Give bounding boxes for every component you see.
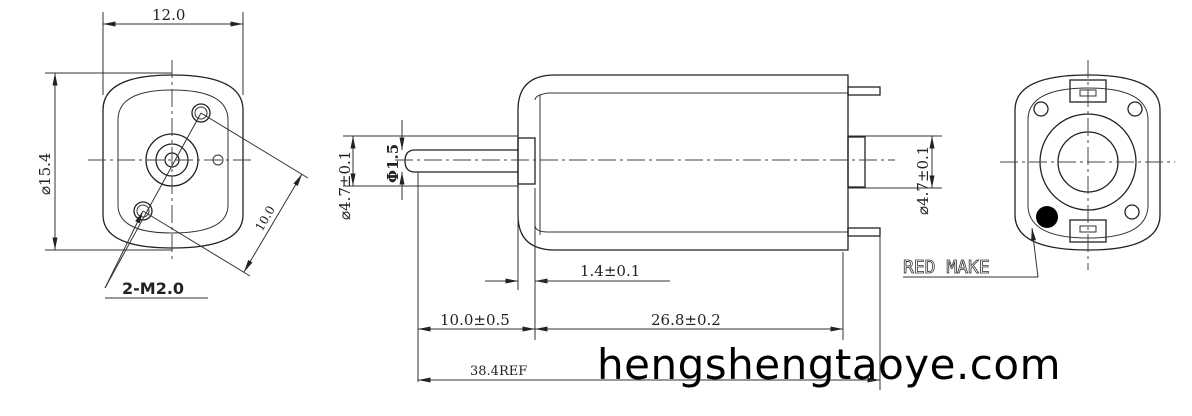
rear-view: RED MAKE xyxy=(903,60,1175,278)
dim-total-length: 38.4REF xyxy=(470,364,527,379)
dim-shaft: Φ1.5 xyxy=(384,144,402,183)
label-red-mark: RED MAKE xyxy=(903,257,990,278)
dim-boss-length: 1.4±0.1 xyxy=(580,262,640,280)
dim-width: 12.0 xyxy=(152,6,185,24)
dim-hole-spacing: 10.0 xyxy=(252,203,277,233)
side-view: ⌀4.7±0.1 Φ1.5 ⌀4.7±0.1 1.4±0.1 10.0±0.5 … xyxy=(336,74,942,390)
dim-boss-left: ⌀4.7±0.1 xyxy=(336,151,354,220)
front-view: 12.0 ⌀15.4 10.0 2-M2.0 xyxy=(36,6,309,299)
red-mark-dot xyxy=(1036,206,1058,228)
dim-boss-right: ⌀4.7±0.1 xyxy=(914,146,932,215)
label-holes: 2-M2.0 xyxy=(122,279,184,298)
dim-shaft-length: 10.0±0.5 xyxy=(440,311,510,329)
watermark: hengshengtaoye.com xyxy=(597,340,1062,389)
dim-diameter: ⌀15.4 xyxy=(36,153,54,195)
dim-body-length: 26.8±0.2 xyxy=(651,311,721,329)
